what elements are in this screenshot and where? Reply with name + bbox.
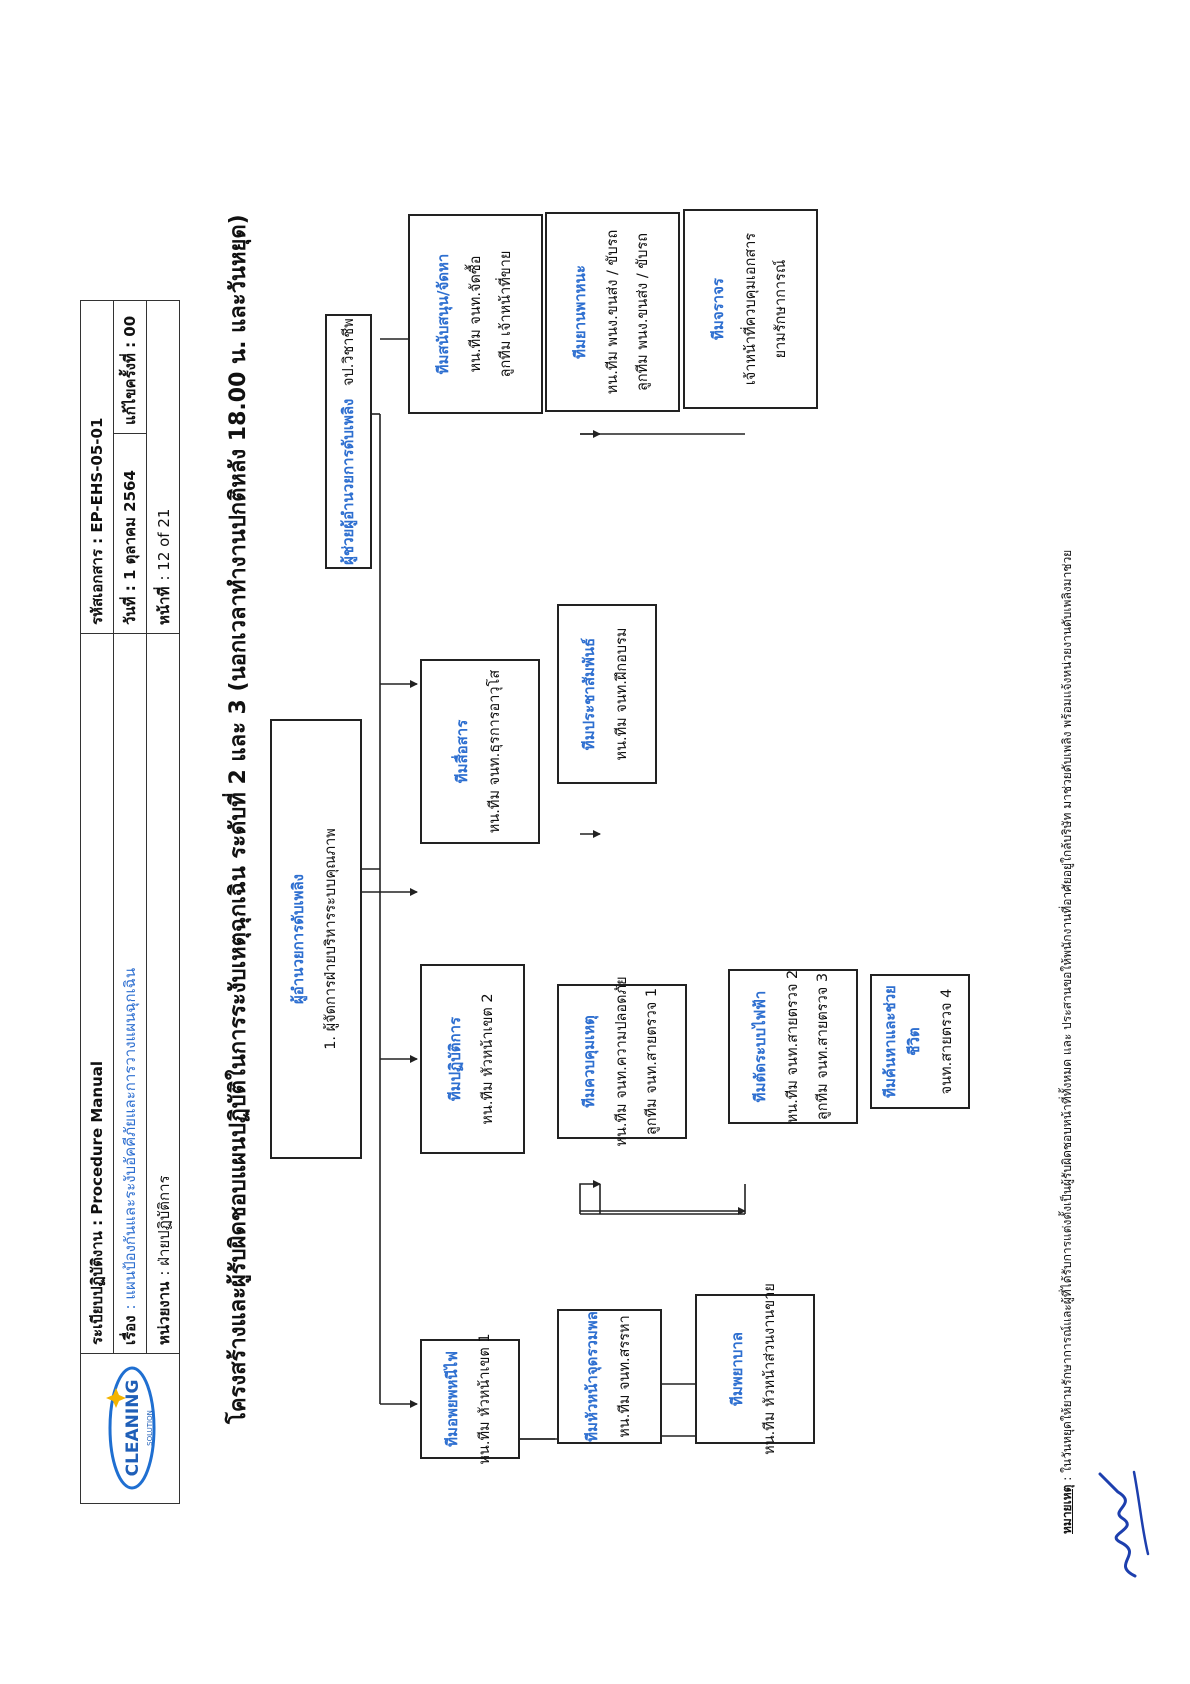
team-fire-evacuation: ทีมอพยพหนีไฟ หน.ทีม หัวหน้าเขต 1 <box>420 1333 520 1465</box>
company-logo: CLEANING SOLUTION <box>81 1353 179 1503</box>
team-traffic: ทีมจราจร เจ้าหน้าที่ควบคุมเอกสาร ยามรักษ… <box>683 209 818 409</box>
svg-text:SOLUTION: SOLUTION <box>146 1411 154 1447</box>
commander-line: 1. ผู้จัดการฝ่ายบริหารระบบคุณภาพ <box>323 828 339 1050</box>
assistant-title: ผู้ช่วยผู้อำนวยการดับเพลิง <box>339 398 357 565</box>
team-search-rescue: ทีมค้นหาและช่วยชีวิต จนท.สายตรวจ 4 <box>870 974 970 1109</box>
team-vehicles: ทีมยานพาหนะ หน.ทีม พนง.ขนส่ง / ขับรถ ลูก… <box>545 212 680 412</box>
team-operation: ทีมปฏิบัติการ หน.ทีม หัวหน้าเขต 2 <box>420 964 525 1154</box>
team-nursing: ทีมพยาบาล หน.ทีม หัวหน้าส่วนงานขาย <box>695 1283 815 1455</box>
document-header: CLEANING SOLUTION ระเบียบปฏิบัติงาน : Pr… <box>80 300 180 1504</box>
logo-swoosh-icon: CLEANING SOLUTION <box>106 1367 156 1490</box>
footnote-text: : ในวันหยุดให้ยามรักษาการณ์และผู้ที่ได้ร… <box>1060 549 1074 1485</box>
commander-box: ผู้อำนวยการดับเพลิง 1. ผู้จัดการฝ่ายบริห… <box>270 719 362 1159</box>
commander-title: ผู้อำนวยการดับเพลิง <box>289 873 307 1005</box>
team-public-relations: ทีมประชาสัมพันธ์ หน.ทีม จนท.ฝึกอบรม <box>557 604 657 784</box>
svg-text:CLEANING: CLEANING <box>123 1380 143 1477</box>
assistant-box: ผู้ช่วยผู้อำนวยการดับเพลิง จป.วิชาชีพ <box>325 314 372 569</box>
team-incident-control: ทีมควบคุมเหตุ หน.ทีม จนท.ความปลอดภัย ลูก… <box>557 976 687 1147</box>
sparkle-icon <box>106 1388 126 1409</box>
team-communication: ทีมสื่อสาร หน.ทีม จนท.ธุรการอาวุโส <box>420 659 540 844</box>
team-assembly-point: ทีมหัวหน้าจุดรวมพล หน.ทีม จนท.สรรหา <box>557 1309 662 1444</box>
footnote-label: หมายเหตุ <box>1060 1484 1074 1534</box>
team-support-procurement: ทีมสนับสนุน/จัดหา หน.ทีม จนท.จัดซื้อ ลูก… <box>408 214 543 414</box>
signature-icon <box>1098 1470 1150 1578</box>
assistant-line: จป.วิชาชีพ <box>341 318 357 386</box>
team-power-cutoff: ทีมตัดระบบไฟฟ้า หน.ทีม จนท.สายตรวจ 2 ลูก… <box>728 969 858 1124</box>
footnote: หมายเหตุ : ในวันหยุดให้ยามรักษาการณ์และผ… <box>1058 114 1077 1534</box>
